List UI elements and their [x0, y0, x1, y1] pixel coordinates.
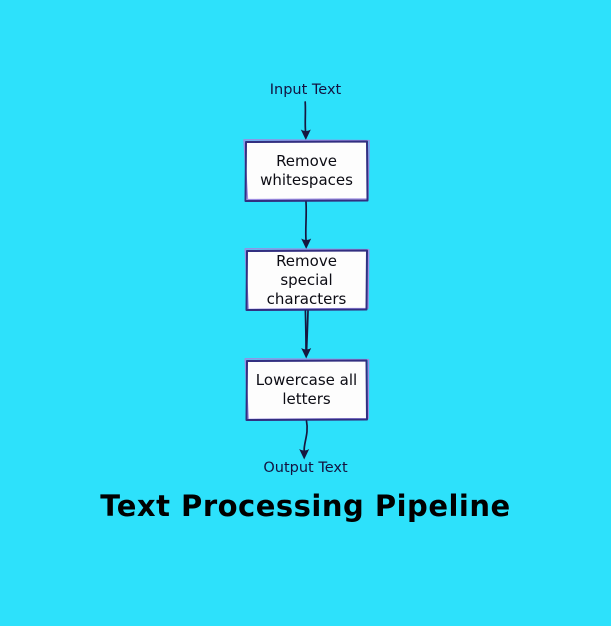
node-border-step2: [244, 248, 370, 311]
arrow-input-to-step1: [300, 101, 311, 140]
diagram-title: Text Processing Pipeline: [100, 489, 511, 523]
node-label: Remove special characters: [266, 251, 347, 308]
node-label: Remove whitespaces: [260, 152, 353, 189]
output-text-label: Output Text: [263, 460, 348, 476]
node-remove-whitespaces: Remove whitespaces: [245, 141, 368, 201]
node-lowercase-all-letters: Lowercase all letters: [246, 360, 367, 420]
arrow-step2-to-step3: [301, 310, 312, 359]
arrow-step3-to-output: [299, 420, 310, 460]
node-border-step3: [244, 358, 370, 421]
node-remove-special-characters: Remove special characters: [246, 250, 367, 310]
node-label: Lowercase all letters: [255, 371, 358, 408]
node-border-step1: [243, 139, 370, 202]
arrow-step1-to-step2: [301, 201, 312, 249]
input-text-label: Input Text: [269, 82, 342, 98]
